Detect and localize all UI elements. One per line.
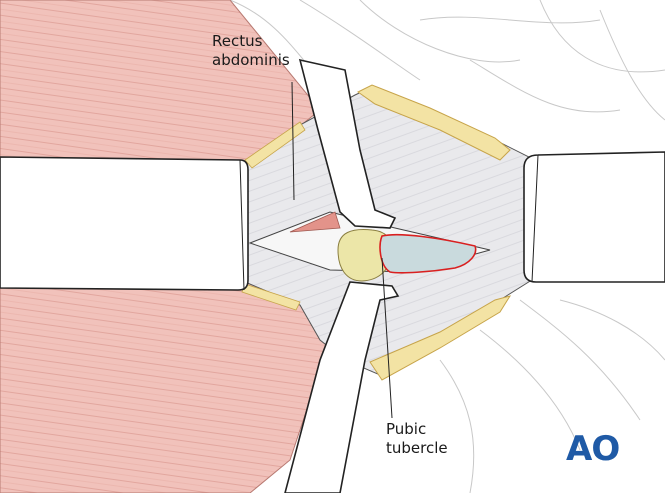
mesh <box>379 233 477 274</box>
muscle-sliver <box>289 211 341 233</box>
retractor-right <box>523 151 665 283</box>
fat-layer-left-top <box>244 121 306 169</box>
pubic-tubercle-label: Pubic tubercle <box>386 420 448 458</box>
pubic-label-line1: Pubic <box>386 420 427 438</box>
pubic-leader-line <box>381 257 393 419</box>
retractor-lower <box>284 281 400 493</box>
retractor-left <box>0 156 249 291</box>
retractor-upper <box>298 58 397 229</box>
rectus-abdominis-label: Rectus abdominis <box>212 32 290 70</box>
pubic-label-line2: tubercle <box>386 439 448 457</box>
rectus-leader-line <box>291 81 295 201</box>
retractor-right-edge <box>531 154 539 283</box>
fat-layer-lower <box>369 295 512 381</box>
retractor-left-edge <box>239 159 245 291</box>
rectus-muscle-upper <box>0 0 321 166</box>
rectus-label-line2: abdominis <box>212 51 290 69</box>
rectus-label-line1: Rectus <box>212 32 263 50</box>
fat-layer-upper <box>357 84 511 161</box>
ao-logo: AO <box>566 429 620 469</box>
rectus-muscle-lower <box>0 279 331 493</box>
